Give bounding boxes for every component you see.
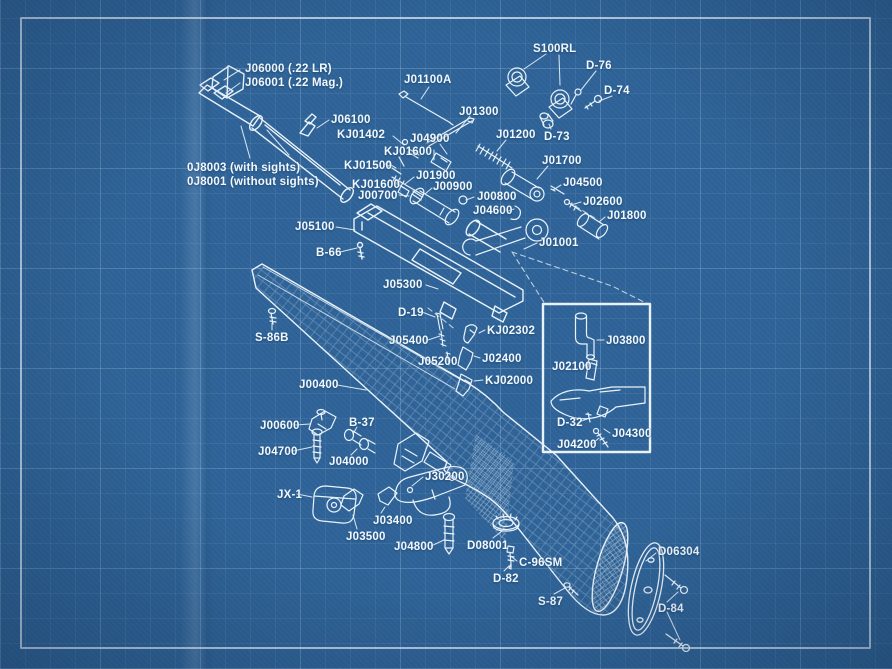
- part-label: J06000 (.22 LR): [245, 63, 332, 75]
- part-label: J01300: [459, 106, 499, 118]
- part-label: J06001 (.22 Mag.): [245, 77, 344, 89]
- part-label: KJ01600: [352, 179, 401, 191]
- inset-detail-box: [543, 304, 650, 452]
- part-label: J05300: [383, 279, 423, 291]
- part-label: J00600: [260, 420, 300, 432]
- part-label: J03800: [606, 335, 646, 347]
- part-label: D-32: [557, 417, 583, 429]
- stock-drawing: [252, 264, 635, 615]
- part-label: C-96SM: [519, 557, 563, 569]
- inset-parts-drawing: [551, 313, 645, 447]
- part-label: D-73: [544, 131, 570, 143]
- part-label: J04500: [563, 177, 603, 189]
- part-label: D06304: [658, 546, 700, 558]
- part-label: J01001: [539, 237, 579, 249]
- bolt-parts-drawing: [386, 68, 610, 255]
- part-label: J03400: [373, 515, 413, 527]
- part-label: JX-1: [277, 489, 303, 501]
- trigger-group-drawing: [269, 309, 579, 596]
- part-label: S100RL: [533, 43, 577, 55]
- barrel-drawing: [199, 66, 356, 204]
- buttplate-drawing: [622, 540, 690, 652]
- part-label: J04700: [258, 446, 298, 458]
- part-label: J00900: [433, 181, 473, 193]
- part-label: KJ01500: [344, 160, 393, 172]
- part-label: KJ02000: [485, 375, 534, 387]
- part-label: J04000: [329, 456, 369, 468]
- part-label: J01700: [542, 155, 582, 167]
- part-label: 0J8001 (without sights): [187, 176, 319, 188]
- part-label: S-87: [538, 596, 564, 608]
- part-label: 0J8003 (with sights): [187, 162, 301, 174]
- part-label: D-82: [493, 573, 519, 585]
- part-label: D-84: [658, 603, 684, 615]
- part-label: B-37: [349, 417, 375, 429]
- part-label: J02600: [583, 196, 623, 208]
- dashed-reference-lines: [428, 206, 648, 330]
- part-label: J05100: [295, 221, 335, 233]
- part-label: J00700: [358, 190, 398, 202]
- part-label: J02100: [552, 361, 592, 373]
- part-label: D-76: [586, 60, 612, 72]
- part-label: J04200: [557, 439, 597, 451]
- part-label: KJ02302: [487, 325, 536, 337]
- part-label: J01800: [607, 210, 647, 222]
- part-label: D08001: [467, 540, 509, 552]
- part-label: D-74: [604, 85, 630, 97]
- part-label: J01100A: [404, 74, 452, 86]
- part-label: J04600: [473, 205, 513, 217]
- part-label: KJ01600: [384, 146, 433, 158]
- part-label: J06100: [331, 114, 371, 126]
- part-label: J01900: [416, 170, 456, 182]
- part-label: KJ01402: [337, 129, 386, 141]
- part-label: S-86B: [255, 332, 289, 344]
- part-label: J30200: [425, 471, 465, 483]
- part-label: D-19: [398, 307, 424, 319]
- part-label: J03500: [346, 531, 386, 543]
- part-label: B-66: [316, 247, 342, 259]
- leader-lines: [224, 54, 680, 640]
- part-label: J05200: [418, 356, 458, 368]
- part-label: J00400: [299, 379, 339, 391]
- part-label: J05400: [389, 335, 429, 347]
- part-label: J01200: [496, 129, 536, 141]
- part-label: J00800: [477, 191, 517, 203]
- part-label: J04900: [410, 133, 450, 145]
- part-label: J04300: [612, 428, 652, 440]
- part-label: J04800: [394, 541, 434, 553]
- part-label: J02400: [482, 353, 522, 365]
- receiver-drawing: [354, 204, 523, 396]
